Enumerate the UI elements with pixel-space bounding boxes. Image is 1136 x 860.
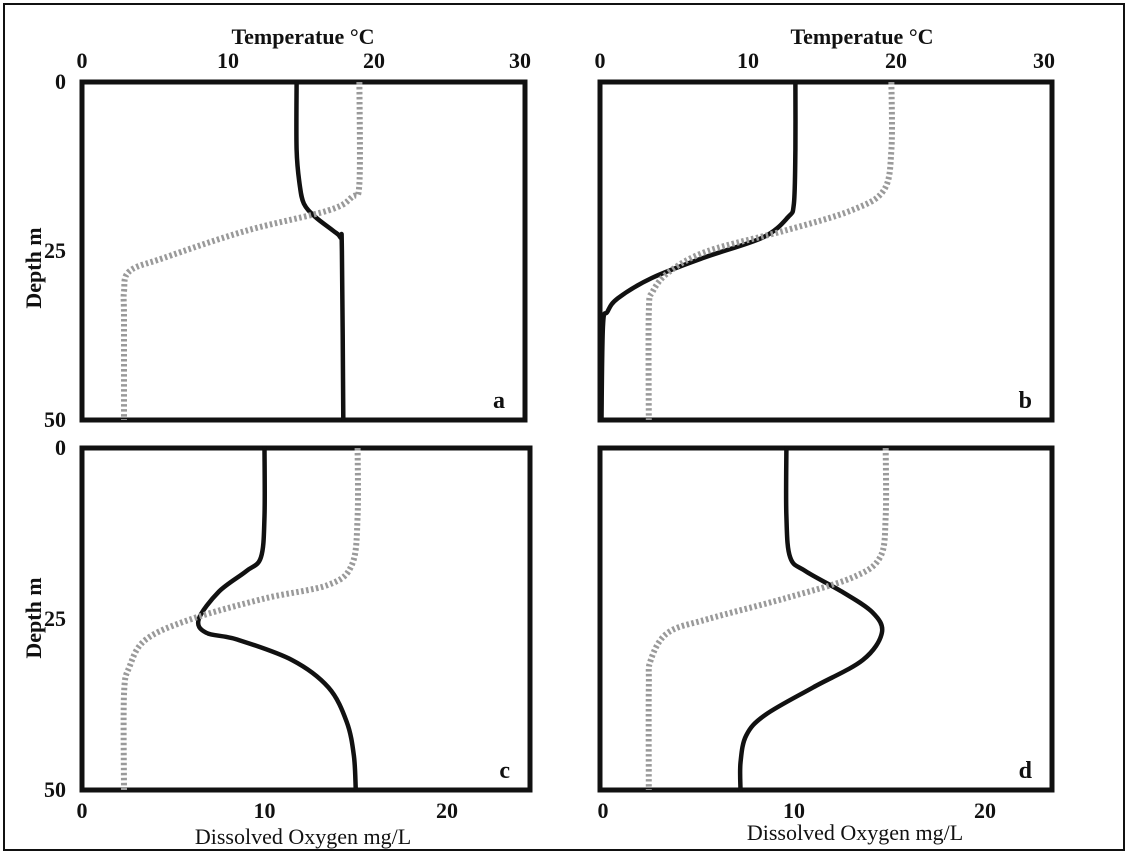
panel-b-top-tick-30: 30 <box>1033 48 1055 73</box>
panel-b-series-dotted-line <box>645 81 895 421</box>
panel-d-bottom-tick-20: 20 <box>974 798 996 823</box>
top-axis-title-left: Temperatue °C <box>231 24 374 49</box>
panel-a-series-solid-line <box>294 79 346 423</box>
panel-b-top-tick-0: 0 <box>595 48 606 73</box>
panel-a-top-tick-10: 10 <box>217 48 239 73</box>
panel-d-bottom-tick-0: 0 <box>598 798 609 823</box>
bottom-axis-title-right: Dissolved Oxygen mg/L <box>747 820 963 845</box>
panel-c-bottom-tick-10: 10 <box>254 798 276 823</box>
panel-b-series-solid-line <box>599 79 798 423</box>
panel-a-y-tick-25: 25 <box>44 238 66 263</box>
panel-b-plot-area <box>597 79 1055 423</box>
panel-a-y-tick-0: 0 <box>55 69 66 94</box>
panel-c-bottom-tick-20: 20 <box>436 798 458 823</box>
panel-b-top-tick-20: 20 <box>885 48 907 73</box>
panel-a-top-tick-0: 0 <box>77 48 88 73</box>
figure-frame <box>3 3 1125 851</box>
panel-c-bottom-tick-0: 0 <box>77 798 88 823</box>
panel-b-letter: b <box>1019 388 1032 414</box>
panel-c-series-solid-line <box>195 445 359 793</box>
panel-c-y-tick-0: 0 <box>55 435 66 460</box>
panel-a-series-dotted-line <box>120 81 363 420</box>
panel-d-letter: d <box>1019 758 1033 784</box>
panel-d-series-dotted-line <box>645 447 890 791</box>
panel-a-top-tick-20: 20 <box>363 48 385 73</box>
panel-c-y-tick-25: 25 <box>44 606 66 631</box>
panel-d-bottom-tick-10: 10 <box>783 798 805 823</box>
panel-a-plot-area <box>79 79 528 423</box>
panel-b-top-tick-10: 10 <box>737 48 759 73</box>
panel-c-plot-area <box>79 445 533 793</box>
panel-c-series-dotted-line <box>120 447 361 791</box>
panel-c-letter: c <box>499 758 510 784</box>
bottom-axis-title-left: Dissolved Oxygen mg/L <box>195 824 411 849</box>
top-axis-title-right: Temperatue °C <box>790 24 933 49</box>
panel-c-y-tick-50: 50 <box>44 777 66 802</box>
panel-d-series-solid-line <box>737 445 885 793</box>
panel-a-top-tick-30: 30 <box>509 48 531 73</box>
panel-d-plot-area <box>597 445 1055 793</box>
y-axis-title-bottom: Depth m <box>21 577 46 658</box>
panel-a-letter: a <box>493 388 505 414</box>
panel-a-y-tick-50: 50 <box>44 407 66 432</box>
y-axis-title-top: Depth m <box>21 227 46 308</box>
